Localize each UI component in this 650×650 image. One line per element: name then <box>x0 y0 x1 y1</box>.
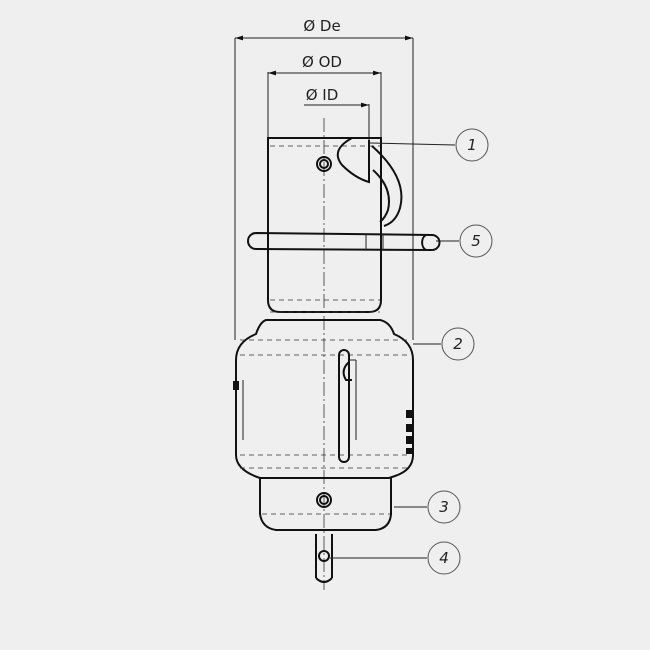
dimension-od-label: Ø OD <box>302 53 342 71</box>
callout-4-number: 4 <box>439 549 449 567</box>
bottom-pin <box>315 534 333 583</box>
callout-3[interactable]: 3 <box>394 490 461 524</box>
upper-tube <box>267 137 403 313</box>
main-body <box>233 319 414 479</box>
callout-5[interactable]: 5 <box>436 224 493 258</box>
dimension-id-label: Ø ID <box>306 86 339 104</box>
dimension-de: Ø De <box>234 17 414 340</box>
dimension-de-label: Ø De <box>303 17 340 35</box>
callout-4[interactable]: 4 <box>330 541 461 575</box>
callout-2[interactable]: 2 <box>413 327 475 361</box>
callout-1-number: 1 <box>467 136 477 154</box>
callout-5-number: 5 <box>471 232 481 250</box>
upper-pin-hole-icon <box>316 156 332 172</box>
cross-pin <box>247 231 441 252</box>
dimension-od: Ø OD <box>267 53 382 140</box>
callout-1[interactable]: 1 <box>369 128 489 162</box>
bottom-adapter <box>259 478 392 531</box>
lower-pin-hole-icon <box>316 492 332 508</box>
callout-3-number: 3 <box>439 498 449 516</box>
dimension-id: Ø ID <box>304 86 370 142</box>
callout-2-number: 2 <box>453 335 463 353</box>
